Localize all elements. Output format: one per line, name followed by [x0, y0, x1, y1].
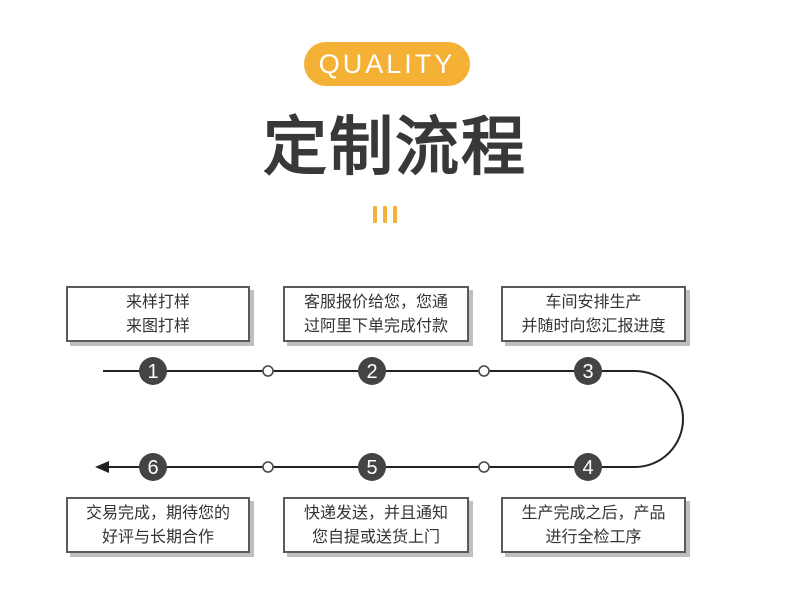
step-5-line-1: 快递发送，并且通知	[303, 503, 448, 522]
flow-node	[478, 365, 490, 377]
flow-node	[262, 365, 274, 377]
flow-node	[262, 461, 274, 473]
step-number-3-label: 3	[582, 361, 593, 383]
step-number-4: 4	[574, 453, 602, 481]
step-2-line-1: 客服报价给您，您通	[303, 292, 448, 311]
flow-arrowhead-icon	[95, 461, 109, 473]
step-4-line-1: 生产完成之后，产品	[521, 503, 666, 522]
step-4-line-2: 进行全检工序	[545, 527, 642, 546]
step-1-line-2: 来图打样	[125, 316, 190, 335]
step-number-5: 5	[358, 453, 386, 481]
step-box-6: 交易完成，期待您的 好评与长期合作	[66, 497, 250, 553]
accent-ticks	[373, 206, 397, 223]
step-number-6: 6	[139, 453, 167, 481]
step-6-line-2: 好评与长期合作	[101, 527, 214, 546]
step-box-3: 车间安排生产 并随时向您汇报进度	[501, 286, 686, 342]
step-3-line-1: 车间安排生产	[545, 292, 642, 311]
step-box-4: 生产完成之后，产品 进行全检工序	[501, 497, 686, 553]
step-2-line-2: 过阿里下单完成付款	[303, 316, 448, 335]
step-number-2-label: 2	[366, 361, 377, 383]
step-number-3: 3	[574, 357, 602, 385]
step-number-1-label: 1	[147, 361, 158, 383]
step-number-6-label: 6	[147, 457, 158, 479]
step-box-1: 来样打样 来图打样	[66, 286, 250, 342]
step-1-line-1: 来样打样	[125, 292, 190, 311]
accent-tick	[383, 206, 387, 223]
step-3-line-2: 并随时向您汇报进度	[521, 316, 666, 335]
step-number-5-label: 5	[366, 457, 377, 479]
flow-node	[478, 461, 490, 473]
page-title: 定制流程	[263, 111, 527, 185]
step-box-2: 客服报价给您，您通 过阿里下单完成付款	[283, 286, 469, 342]
step-6-line-1: 交易完成，期待您的	[85, 503, 230, 522]
step-box-5: 快递发送，并且通知 您自提或送货上门	[283, 497, 469, 553]
accent-tick	[373, 206, 377, 223]
accent-tick	[393, 206, 397, 223]
quality-badge-label: QUALITY	[318, 48, 456, 79]
step-number-2: 2	[358, 357, 386, 385]
step-number-4-label: 4	[582, 457, 593, 479]
step-5-line-2: 您自提或送货上门	[311, 527, 440, 546]
step-number-1: 1	[139, 357, 167, 385]
flow-connector-line	[103, 370, 684, 468]
quality-badge: QUALITY	[304, 42, 470, 86]
